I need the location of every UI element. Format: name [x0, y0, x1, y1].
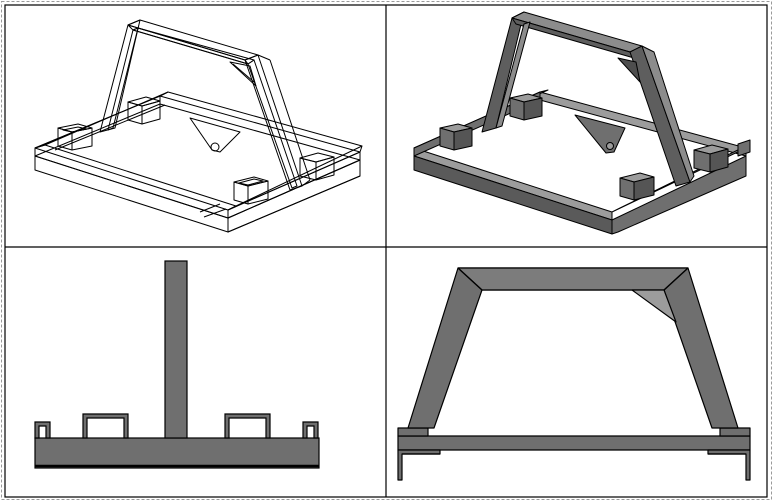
side-socket-left	[82, 413, 129, 439]
shaded-a-frame	[481, 11, 695, 187]
wire-socket-4	[299, 152, 335, 181]
shaded-socket-1	[439, 123, 473, 151]
wire-socket-2	[127, 96, 161, 125]
side-view	[34, 260, 320, 469]
side-socket-right	[224, 413, 271, 439]
shaded-lug-hole	[606, 142, 614, 150]
shaded-rail-front-top	[413, 147, 613, 221]
wire-rail-back	[159, 91, 363, 161]
shaded-rail-front-side	[413, 155, 613, 235]
front-base-block-right	[719, 427, 751, 437]
view-grid	[4, 4, 768, 498]
front-base-beam	[397, 435, 751, 451]
front-view	[397, 267, 751, 481]
side-end-cap-left	[34, 421, 51, 439]
shaded-socket-2	[509, 93, 543, 121]
shaded-socket-3	[619, 172, 655, 201]
wire-lifting-lug	[189, 117, 241, 153]
shaded-isometric-view	[413, 11, 751, 235]
wire-cross-right	[199, 145, 363, 233]
front-a-frame	[407, 267, 739, 429]
wireframe-isometric-view	[34, 19, 363, 233]
side-upright-post	[164, 260, 188, 439]
front-base-block-left	[397, 427, 429, 437]
front-gusset	[631, 289, 677, 323]
shaded-socket-4	[693, 144, 729, 173]
side-end-cap-right	[302, 421, 319, 439]
wire-socket-1	[57, 123, 93, 151]
wire-cross-front	[34, 91, 169, 157]
wire-rail-front	[34, 144, 237, 233]
side-base-beam	[34, 437, 320, 469]
shaded-end-cap	[737, 139, 751, 157]
wire-socket-3	[233, 176, 269, 205]
wire-a-frame	[99, 19, 311, 191]
